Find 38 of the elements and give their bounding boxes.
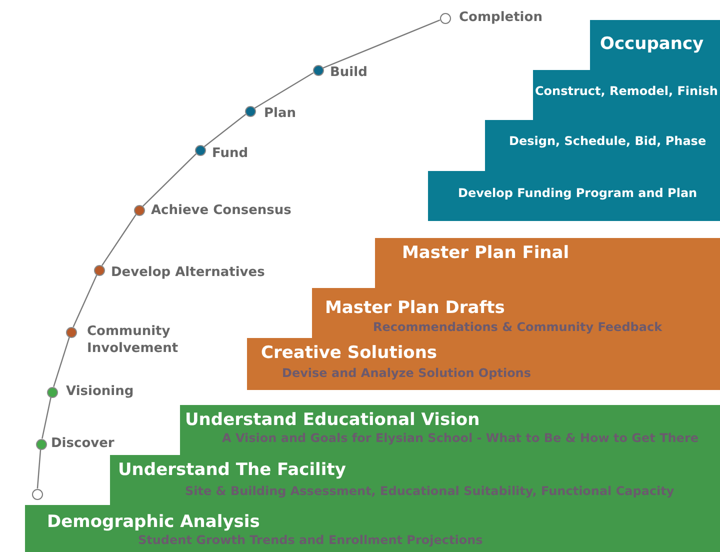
milestone-label: Completion bbox=[459, 9, 542, 26]
stair-step bbox=[247, 338, 720, 390]
step-title: Understand Educational Vision bbox=[185, 410, 480, 430]
milestone-label: Build bbox=[330, 64, 368, 81]
step-title: Master Plan Final bbox=[402, 243, 570, 263]
milestone-label: Develop Alternatives bbox=[111, 264, 265, 281]
milestone-label: Visioning bbox=[66, 383, 134, 400]
step-subtitle: Recommendations & Community Feedback bbox=[373, 320, 662, 334]
step-title: Occupancy bbox=[600, 34, 704, 54]
milestone-label: Fund bbox=[212, 145, 248, 162]
step-subtitle: A Vision and Goals for Elysian School - What to Be & How to Get There bbox=[222, 431, 699, 445]
milestone-label: Achieve Consensus bbox=[151, 202, 292, 219]
timeline-curve bbox=[72, 274, 98, 328]
timeline-curve bbox=[42, 397, 52, 439]
step-subtitle: Student Growth Trends and Enrollment Projections bbox=[138, 533, 483, 547]
stair-step bbox=[428, 171, 720, 221]
timeline-curve bbox=[322, 20, 440, 68]
milestone-label: Plan bbox=[264, 105, 296, 122]
step-title: Master Plan Drafts bbox=[325, 298, 505, 318]
step-title: Design, Schedule, Bid, Phase bbox=[509, 134, 706, 148]
milestone-label: Community Involvement bbox=[87, 323, 177, 357]
step-title: Demographic Analysis bbox=[47, 512, 260, 532]
timeline-curve bbox=[53, 337, 70, 387]
step-title: Construct, Remodel, Finish bbox=[535, 84, 718, 98]
step-subtitle: Site & Building Assessment, Educational Suitability, Functional Capacity bbox=[185, 484, 674, 498]
stair-step bbox=[590, 20, 720, 70]
step-subtitle: Devise and Analyze Solution Options bbox=[282, 366, 531, 380]
timeline-curve bbox=[142, 153, 196, 207]
stair-step bbox=[25, 505, 720, 552]
stair-step bbox=[375, 238, 720, 288]
timeline-curve bbox=[204, 114, 246, 148]
timeline-curve bbox=[254, 72, 314, 109]
timeline-curve bbox=[102, 214, 136, 266]
step-title: Understand The Facility bbox=[118, 460, 346, 480]
stair-step bbox=[180, 405, 720, 455]
step-title: Develop Funding Program and Plan bbox=[458, 186, 698, 200]
milestone-label: Discover bbox=[51, 435, 114, 452]
step-title: Creative Solutions bbox=[261, 343, 438, 363]
